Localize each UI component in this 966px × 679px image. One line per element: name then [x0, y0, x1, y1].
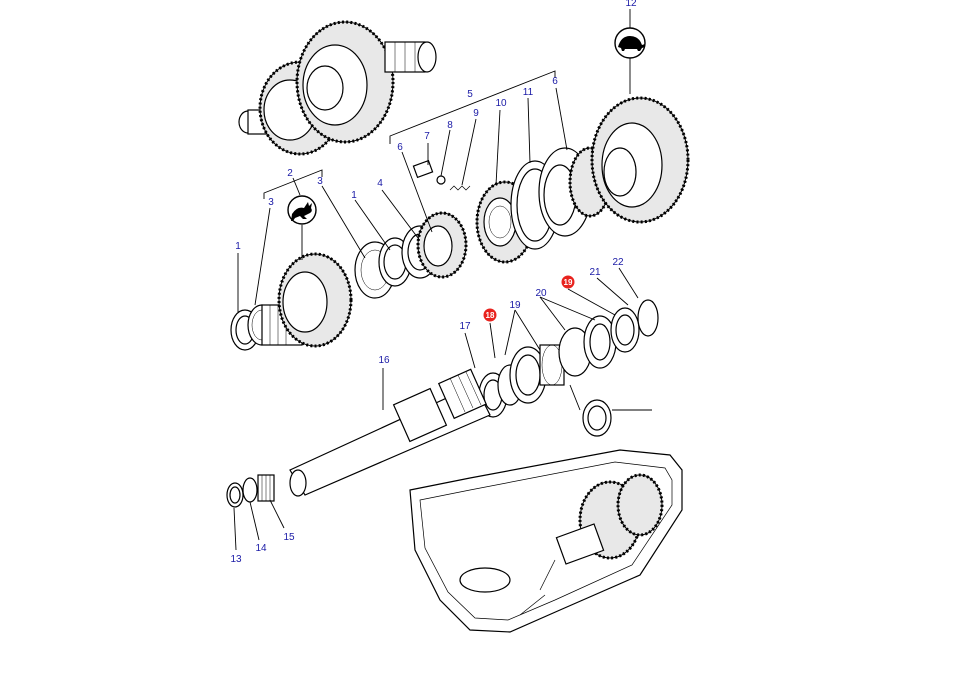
callout-9: 9 — [473, 108, 479, 119]
input-gear-group — [230, 211, 468, 351]
top-gear-cluster — [238, 20, 437, 156]
gearbox-housing — [409, 449, 683, 633]
callout-19a: 19 — [509, 300, 521, 311]
main-shaft — [289, 368, 491, 497]
callout-19b: 20 — [535, 288, 547, 299]
callout-17: 17 — [459, 321, 471, 332]
callout-15: 15 — [283, 532, 295, 543]
callout-21: 22 — [612, 257, 624, 268]
tortoise-icon — [614, 27, 646, 59]
callout-6a: 6 — [397, 142, 403, 153]
callout-13: 13 — [230, 554, 242, 565]
callout-3a: 3 — [268, 197, 274, 208]
callout-1b: 1 — [351, 190, 357, 201]
bearing-group — [478, 299, 659, 437]
callout-7: 7 — [424, 131, 430, 142]
callout-12: 12 — [625, 0, 637, 9]
callout-18b: 19 — [564, 278, 573, 287]
callout-16: 16 — [378, 355, 390, 366]
callout-18a: 18 — [486, 311, 495, 320]
callout-11: 11 — [523, 87, 534, 98]
callout-4: 4 — [377, 178, 383, 189]
callout-10: 10 — [495, 98, 507, 109]
highlight-marker-18b: 19 — [561, 275, 575, 289]
callout-2: 2 — [287, 168, 293, 179]
callout-1a: 1 — [235, 241, 241, 252]
bracket-lines — [263, 70, 556, 199]
callout-5: 5 — [467, 89, 473, 100]
callout-labels: 1 1 2 3 3 4 5 6 6 7 8 9 10 11 12 13 14 1… — [230, 0, 637, 565]
highlight-marker-18a: 18 — [483, 308, 497, 322]
callout-8: 8 — [447, 120, 453, 131]
large-low-gear — [590, 96, 690, 224]
callout-6b: 6 — [552, 76, 558, 87]
hare-icon — [287, 195, 317, 225]
callout-14: 14 — [255, 543, 267, 554]
leader-lines — [233, 9, 652, 551]
callout-20: 21 — [589, 267, 601, 278]
callout-3b: 3 — [317, 176, 323, 187]
